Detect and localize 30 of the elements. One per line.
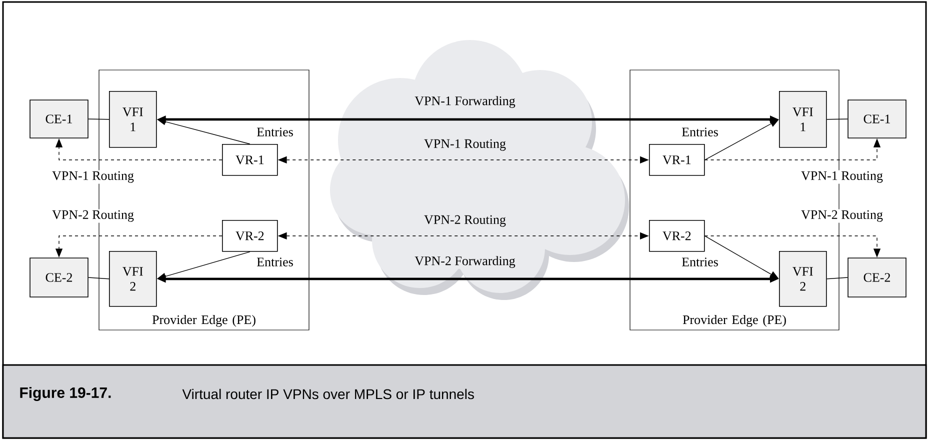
- edge-label: VPN-2 Routing: [51, 209, 135, 223]
- router-box: VR-1: [222, 144, 278, 176]
- vfi-box: VFI 2: [109, 251, 157, 307]
- caption: Virtual router IP VPNs over MPLS or IP tunnels: [182, 388, 474, 400]
- router-box: VR-2: [649, 220, 705, 252]
- figure-number: Figure 19-17.: [20, 386, 111, 402]
- edge-label: VPN-2 Routing: [423, 214, 507, 228]
- connector-line: [826, 277, 848, 280]
- edge-label: VPN-2 Routing: [800, 209, 884, 223]
- vfi-box: VFI 1: [109, 91, 157, 148]
- edge-label: Entries: [682, 258, 718, 266]
- edge-label: VPN-2 Forwarding: [414, 255, 516, 269]
- customer-edge-box: CE-2: [30, 258, 88, 298]
- router-box: VR-2: [222, 220, 278, 252]
- edge-label: VPN-1 Routing: [51, 170, 135, 184]
- connector-line: [88, 118, 110, 120]
- connector-line: [88, 277, 110, 280]
- edge-label: VPN-1 Forwarding: [414, 95, 516, 109]
- customer-edge-box: CE-1: [30, 100, 88, 138]
- edge-label: VPN-1 Routing: [423, 138, 507, 152]
- edge-label: VPN-1 Routing: [800, 170, 884, 184]
- customer-edge-box: CE-1: [848, 100, 906, 138]
- connector-line: [826, 118, 848, 120]
- edge-label: Entries: [682, 128, 718, 136]
- vfi-box: VFI 1: [779, 91, 827, 148]
- router-box: VR-1: [649, 144, 705, 176]
- vfi-box: VFI 2: [779, 251, 827, 307]
- edge-label: Entries: [256, 128, 293, 136]
- edge-label: Entries: [256, 258, 293, 266]
- customer-edge-box: CE-2: [848, 258, 906, 298]
